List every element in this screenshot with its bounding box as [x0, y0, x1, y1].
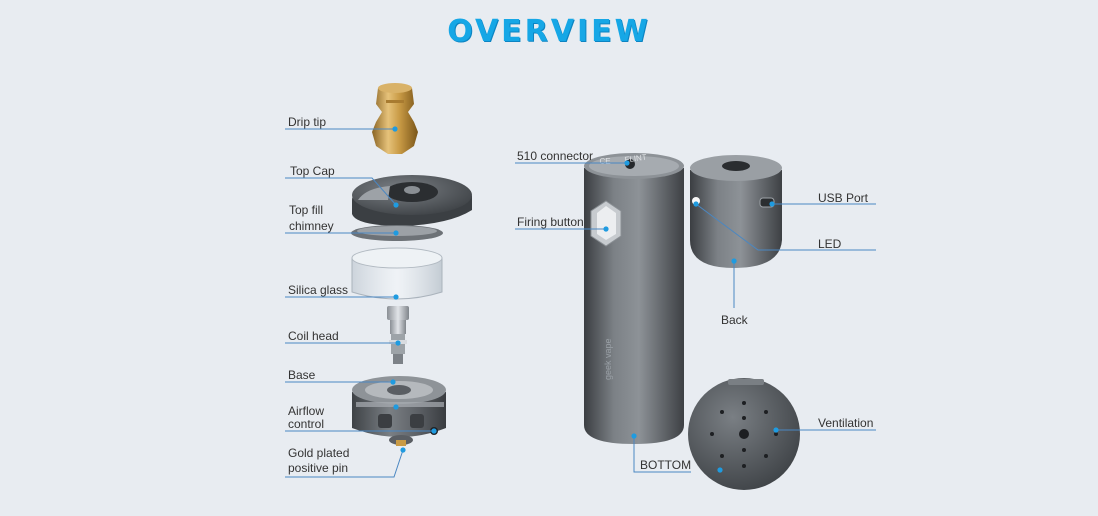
drip-tip-part — [372, 83, 418, 154]
label-top-fill-1: Top fill — [289, 203, 324, 217]
label-top-cap: Top Cap — [290, 164, 335, 178]
label-firing-button: Firing button — [517, 215, 584, 229]
label-drip-tip: Drip tip — [288, 115, 327, 129]
label-coil-head: Coil head — [288, 329, 339, 343]
leader-lines — [285, 128, 876, 478]
label-back: Back — [721, 313, 748, 327]
label-bottom: BOTTOM — [640, 458, 692, 472]
device-cap-mark: CE — [599, 157, 610, 166]
label-510-connector: 510 connector — [517, 149, 594, 163]
base-part — [352, 376, 446, 446]
label-airflow-1: Airflow — [288, 404, 325, 418]
device-side-text: geek vape — [603, 338, 613, 380]
label-gold-pin-2: positive pin — [288, 461, 349, 475]
silica-glass-part — [351, 247, 443, 300]
mod-back-part — [690, 155, 782, 268]
label-led: LED — [818, 237, 842, 251]
mod-front-part — [584, 153, 684, 444]
label-usb-port: USB Port — [818, 191, 869, 205]
label-airflow-2: control — [288, 417, 325, 431]
mod-bottom-part — [688, 378, 800, 490]
label-top-fill-2: chimney — [289, 219, 334, 233]
coil-head-part — [387, 306, 409, 364]
label-silica-glass: Silica glass — [288, 283, 349, 297]
top-cap-part — [352, 175, 472, 226]
label-base: Base — [288, 368, 316, 382]
callout-dots — [390, 126, 779, 473]
page-title: OVERVIEW — [447, 14, 651, 49]
device-brand: FLINT — [624, 153, 647, 165]
label-gold-pin-1: Gold plated — [288, 446, 350, 460]
label-ventilation: Ventilation — [818, 416, 874, 430]
